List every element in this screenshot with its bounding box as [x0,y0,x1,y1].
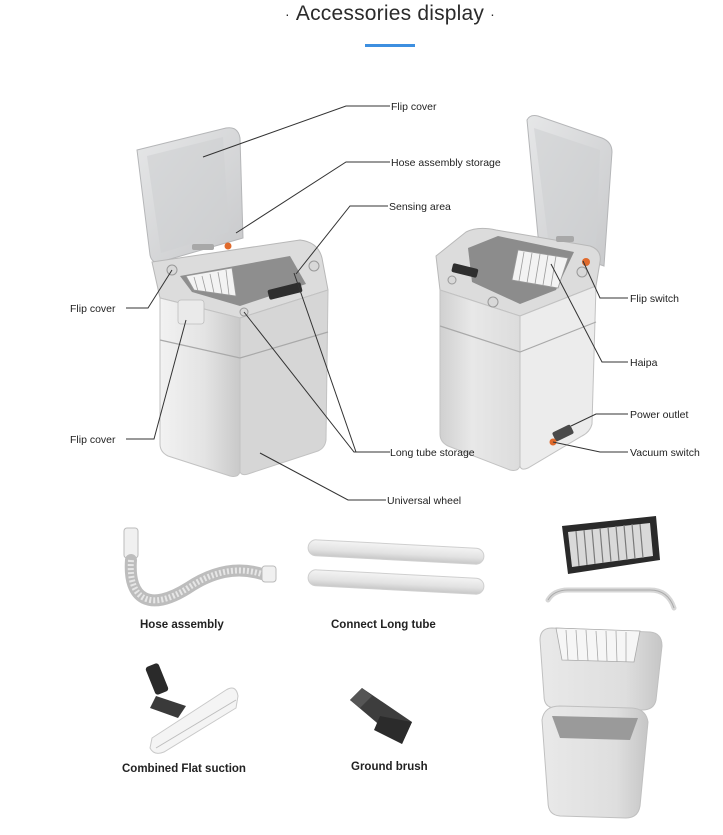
title-dot-right: · [490,6,495,23]
filter-bucket-illustration [539,516,677,819]
label-sensing-area: Sensing area [389,201,451,213]
title-underline [365,44,415,47]
right-bin-illustration [435,115,613,471]
label-power-outlet: Power outlet [630,409,688,421]
caption-combined-flat-suction: Combined Flat suction [122,763,246,775]
label-flip-cover-left-upper: Flip cover [70,303,116,315]
title-dot-left: · [285,6,290,23]
title-text: Accessories display [295,2,485,25]
connect-long-tube-illustration [307,539,485,595]
combined-flat-suction-illustration [145,663,239,754]
label-flip-cover-left-lower: Flip cover [70,434,116,446]
label-hose-assembly-storage: Hose assembly storage [391,157,501,169]
callout-leader-lines [126,105,628,501]
ground-brush-illustration [350,688,412,744]
left-bin-illustration [136,127,329,477]
hose-assembly-illustration [123,527,277,607]
label-flip-cover-top: Flip cover [391,101,437,113]
label-haipa: Haipa [630,357,658,369]
caption-hose-assembly: Hose assembly [140,619,224,631]
page-title: · Accessories display · [0,2,723,26]
caption-ground-brush: Ground brush [351,761,428,773]
label-universal-wheel: Universal wheel [387,495,461,507]
label-long-tube-storage: Long tube storage [390,447,475,459]
label-vacuum-switch: Vacuum switch [630,447,700,459]
label-flip-switch: Flip switch [630,293,679,305]
caption-connect-long-tube: Connect Long tube [331,619,436,631]
